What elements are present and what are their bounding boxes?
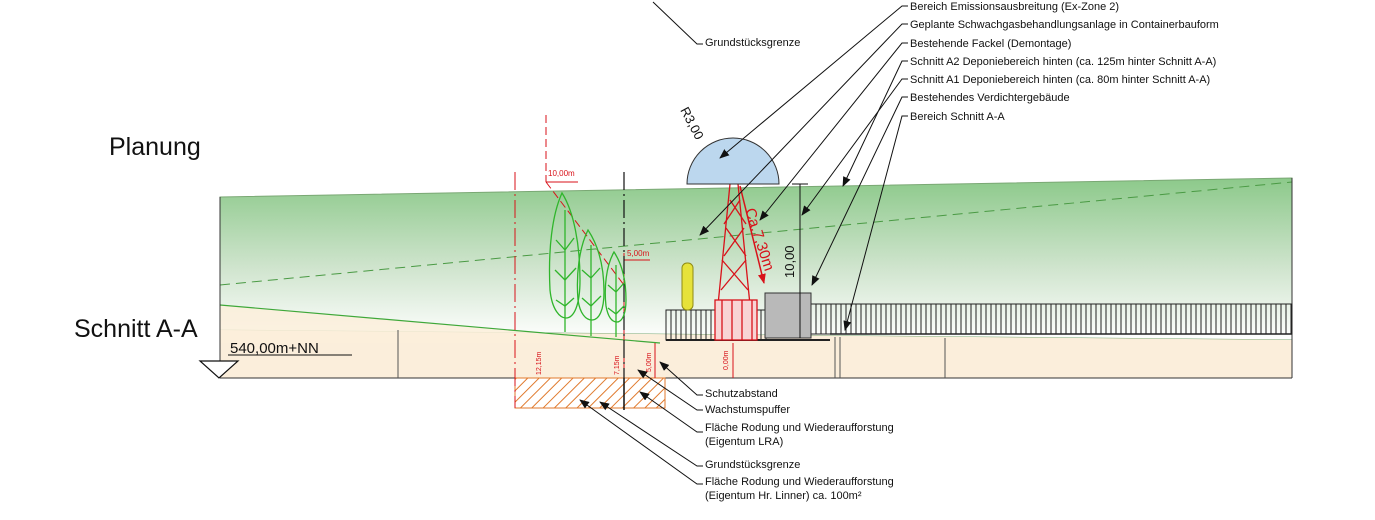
terrain <box>219 177 1293 379</box>
bottom-leaders <box>579 361 703 485</box>
container-unit <box>764 292 812 339</box>
dim-ground-2: 7,15m <box>614 355 621 375</box>
label-clearing-linner: Fläche Rodung und Wiederaufforstung <box>705 476 894 488</box>
dim-radius: R3,00 <box>677 104 707 142</box>
top-leaders <box>652 1 908 331</box>
label-planned-plant: Geplante Schwachgasbehandlungsanlage in … <box>910 19 1219 31</box>
elevation-triangle-icon <box>198 360 240 379</box>
dim-ground-4: 0,00m <box>723 350 730 370</box>
label-emission-zone: Bereich Emissionsausbreitung (Ex-Zone 2) <box>910 1 1119 13</box>
tree-icon <box>576 228 605 336</box>
label-existing-flare: Bestehende Fackel (Demontage) <box>910 38 1071 50</box>
clearing-area-linner <box>514 377 625 409</box>
title-planung: Planung <box>109 133 201 161</box>
tree-icon <box>548 191 581 332</box>
label-compressor-building: Bestehendes Verdichtergebäude <box>910 92 1070 104</box>
label-clearing-lra: Fläche Rodung und Wiederaufforstung <box>705 422 894 434</box>
label-section-a1: Schnitt A1 Deponiebereich hinten (ca. 80… <box>910 74 1210 86</box>
label-section-a2: Schnitt A2 Deponiebereich hinten (ca. 12… <box>910 56 1216 68</box>
dim-height: 10,00 <box>782 245 797 278</box>
label-safety-distance: Schutzabstand <box>705 388 778 400</box>
tree-icon <box>604 250 627 337</box>
label-owner-lra: (Eigentum LRA) <box>705 436 783 448</box>
flare-length-arrow <box>739 185 766 284</box>
clearing-area-lra <box>623 377 666 409</box>
dim-ground-3: 5,00m <box>646 352 653 372</box>
elevation-label: 540,00m+NN <box>230 340 319 357</box>
label-section-area: Bereich Schnitt A-A <box>910 111 1005 123</box>
gas-post <box>681 262 694 311</box>
label-property-line-bottom: Grundstücksgrenze <box>705 459 800 471</box>
trees <box>548 191 627 337</box>
dim-tree-offset-mid: 5,00m <box>627 249 650 258</box>
height-dimension <box>792 183 808 338</box>
dim-ground-1: 12,15m <box>536 351 543 375</box>
emission-zone-dome <box>686 137 780 185</box>
flare-mast <box>714 183 758 341</box>
label-growth-buffer: Wachstumspuffer <box>705 404 790 416</box>
dim-tree-offset-top: 10,00m <box>548 169 575 178</box>
elevation-marker: 540,00m+NN <box>198 340 352 379</box>
label-property-line-top: Grundstücksgrenze <box>705 37 800 49</box>
ground-line-green <box>219 304 661 344</box>
dashed-slope-line <box>219 181 1293 286</box>
top-labels: Bereich Emissionsausbreitung (Ex-Zone 2)… <box>705 1 1219 123</box>
bottom-labels: Schutzabstand Wachstumspuffer Fläche Rod… <box>705 388 894 502</box>
title-schnitt: Schnitt A-A <box>74 315 198 343</box>
label-owner-linner: (Eigentum Hr. Linner) ca. 100m² <box>705 490 862 502</box>
